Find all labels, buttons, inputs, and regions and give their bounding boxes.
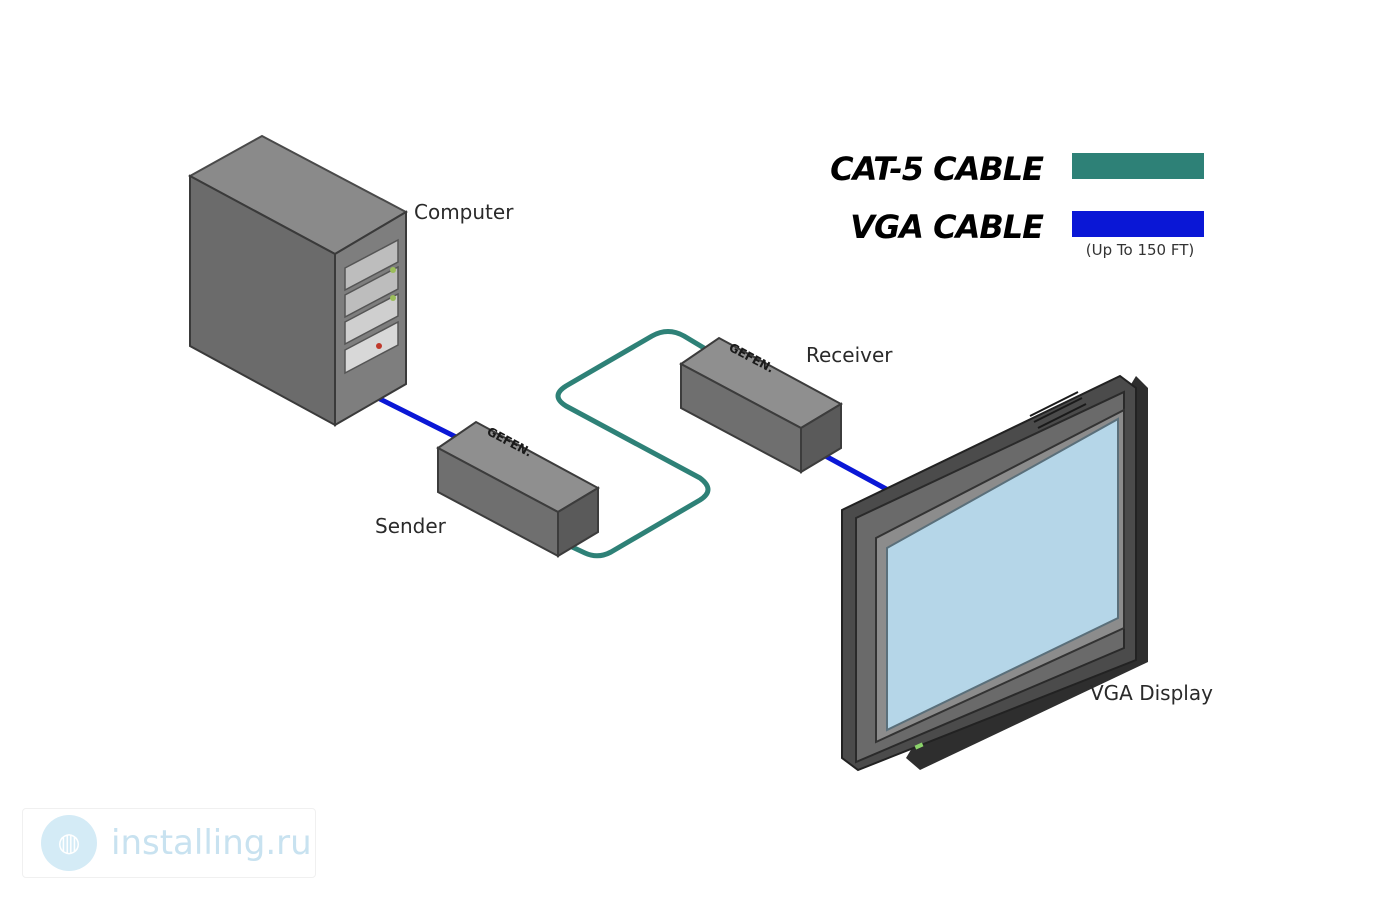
display-screen [886,417,1119,732]
legend: CAT-5 CABLE VGA CABLE (Up To 150 FT) [830,150,1204,259]
power-led-icon [376,343,382,349]
legend-vga-label: VGA CABLE [850,208,1044,246]
cables [375,329,891,559]
display-power-led-icon [914,742,924,750]
watermark: ◍ installing.ru [22,808,316,878]
cat5-cable [555,329,711,559]
sender-label: Sender [375,514,447,538]
vga-display [841,374,1148,772]
receiver-label: Receiver [806,343,893,367]
watermark-text: installing.ru [111,823,312,863]
legend-vga-note: (Up To 150 FT) [1086,241,1194,259]
legend-cat5-swatch [1072,153,1204,179]
sender-box: GEFEN. [436,420,601,558]
computer-label: Computer [414,200,514,224]
receiver-box: GEFEN. [679,336,844,474]
legend-vga-swatch [1072,211,1204,237]
legend-cat5-label: CAT-5 CABLE [830,150,1044,188]
display-label: VGA Display [1090,681,1213,705]
vga-cable-computer-sender [375,395,465,443]
globe-icon: ◍ [41,815,97,871]
vga-cable-receiver-display [817,450,891,493]
computer-tower [187,134,409,427]
